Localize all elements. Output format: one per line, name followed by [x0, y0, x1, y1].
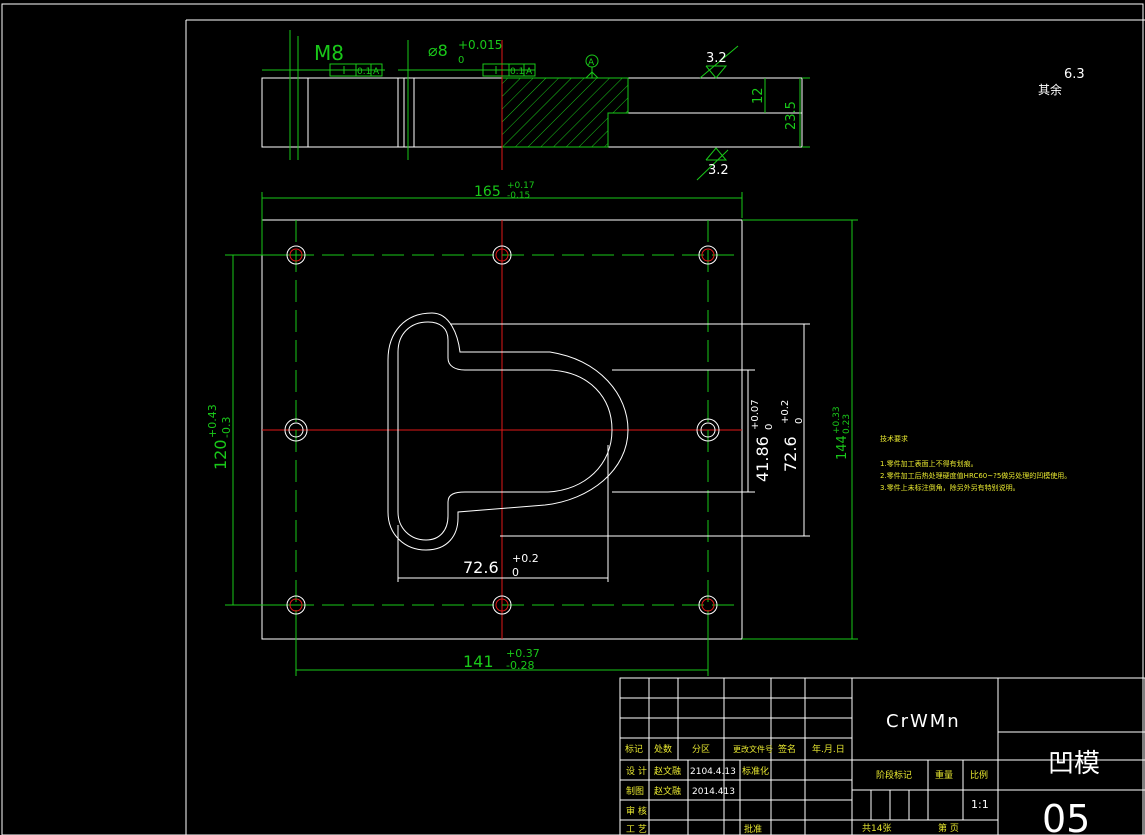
dim-72-6-bottom-lower: 0 — [512, 566, 519, 579]
screw-hole — [286, 595, 306, 615]
other-surfaces-roughness: 6.3 — [1064, 67, 1085, 82]
datum-left: A — [373, 67, 380, 77]
review-label: 审 核 — [626, 805, 647, 817]
section-hatch — [501, 77, 629, 148]
technical-requirements: 技术要求 1.零件加工表面上不得有划痕。 2.零件加工后热处理硬度值HRC60~… — [880, 434, 1071, 492]
weight-label: 重量 — [935, 769, 953, 781]
screw-hole — [698, 595, 718, 615]
dim-141-lower: -0.28 — [506, 659, 534, 672]
approve-label: 批准 — [744, 823, 762, 835]
dim-120: 120 — [211, 439, 230, 470]
drawing-border — [1, 3, 1144, 835]
dim-23-5: 23.5 — [784, 101, 799, 130]
dim-72-6-bottom-upper: +0.2 — [512, 552, 539, 565]
dim-120-upper: +0.43 — [206, 404, 219, 438]
header-count: 处数 — [654, 743, 672, 755]
main-view — [225, 192, 858, 676]
dim-12: 12 — [751, 87, 766, 104]
sheets-total: 共14张 — [862, 823, 891, 834]
die-opening-outer — [387, 312, 629, 551]
screw-hole — [286, 245, 306, 265]
dim-141: 141 — [463, 652, 494, 671]
hole-tol-upper: +0.015 — [458, 38, 502, 52]
tech-note-line: 1.零件加工表面上不得有划痕。 — [880, 459, 978, 468]
dim-72-6-right-lower: 0 — [794, 418, 805, 424]
other-surfaces-label: 其余 — [1038, 82, 1062, 97]
dim-72-6-bottom: 72.6 — [463, 558, 499, 577]
tech-note-line: 2.零件加工后热处理硬度值HRC60~?5做另处理的凹模使用。 — [880, 471, 1071, 480]
scale-value: 1:1 — [971, 798, 989, 811]
hole-label: ⌀8 — [428, 41, 448, 60]
tech-notes-title: 技术要求 — [880, 434, 908, 443]
roughness-top: 3.2 — [706, 51, 727, 66]
hole-tol-lower: 0 — [458, 55, 464, 66]
dim-165: 165 — [474, 184, 501, 200]
dim-120-lower: -0.3 — [220, 417, 233, 438]
tol-value-left: 0.1 — [357, 67, 371, 77]
datum-marker: A — [588, 58, 595, 68]
scale-label: 比例 — [970, 769, 988, 781]
dim-72-6-right: 72.6 — [781, 436, 800, 472]
thread-label: M8 — [314, 41, 344, 65]
draw-name: 赵文融 — [654, 785, 681, 797]
pin-hole — [696, 418, 720, 442]
dim-165-lower: -0.15 — [507, 191, 530, 201]
screw-hole — [492, 245, 512, 265]
dim-41-86: 41.86 — [753, 436, 772, 482]
screw-hole — [698, 245, 718, 265]
screw-hole — [492, 595, 512, 615]
dim-144-upper: +0.33 — [832, 406, 842, 434]
dim-144-lower: 0.23 — [842, 414, 852, 434]
header-signature: 签名 — [778, 743, 796, 755]
title-block: CrWMn 凹模 05 标记 处数 分区 更改文件号 签名 年.月.日 设 计 … — [619, 677, 1145, 835]
die-opening-inner — [397, 321, 613, 541]
design-standardization: 标准化 — [742, 765, 769, 777]
header-change-doc: 更改文件号 — [733, 744, 773, 754]
stage-label: 阶段标记 — [876, 769, 912, 781]
dim-41-86-upper: +0.07 — [750, 399, 761, 430]
design-name: 赵文融 — [654, 765, 681, 777]
tech-note-line: 3.零件上未标注倒角，除另外另有特别说明。 — [880, 483, 1020, 492]
pin-hole — [284, 418, 308, 442]
draw-date: 2014.413 — [692, 787, 735, 797]
drawing-number: 05 — [1042, 797, 1090, 835]
part-name: 凹模 — [1048, 749, 1100, 779]
sheet-number: 第 页 — [938, 822, 959, 834]
dim-165-upper: +0.17 — [507, 181, 535, 191]
process-label: 工 艺 — [626, 824, 647, 835]
dim-41-86-lower: 0 — [764, 424, 775, 430]
header-date: 年.月.日 — [812, 743, 845, 755]
design-date: 2104.4.13 — [690, 767, 736, 777]
tol-value-right: 0.1 — [510, 67, 524, 77]
roughness-bottom: 3.2 — [708, 163, 729, 178]
dim-72-6-right-upper: +0.2 — [780, 400, 791, 424]
datum-right: A — [526, 67, 533, 77]
annotations: M8 0.1 A ⌀8 +0.015 0 0.1 A A 3.2 3.2 12 … — [206, 38, 1085, 672]
draw-label: 制图 — [626, 785, 644, 797]
top-view — [261, 30, 810, 181]
material: CrWMn — [886, 711, 961, 732]
header-mark: 标记 — [625, 743, 643, 755]
header-zone: 分区 — [692, 744, 710, 755]
dim-144: 144 — [835, 435, 850, 460]
design-label: 设 计 — [626, 765, 647, 777]
dim-141-upper: +0.37 — [506, 647, 540, 660]
